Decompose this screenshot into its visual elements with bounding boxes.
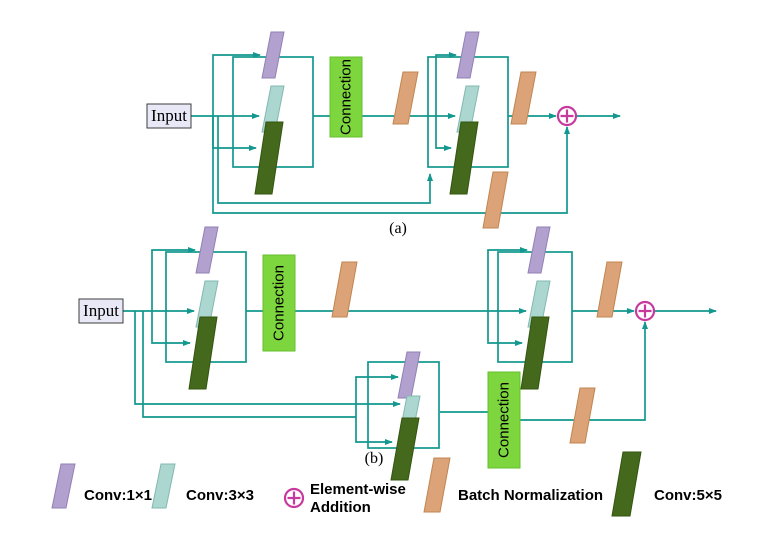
diagram-a: Connection Input (a) [146,31,621,237]
legend-conv5x5-label: Conv:5×5 [654,487,722,504]
wires-a [191,52,621,214]
wire-to-group3-conv1x1 [487,247,528,311]
legend-addition-label-line1: Element-wise [310,481,406,498]
wire-input-to-conv5x5 [212,116,257,151]
wire-to-group2-conv5x5 [435,116,452,151]
connection-box-2 [487,371,521,469]
wire-skip-to-lower-branch [142,311,356,418]
plus-cross-icon [287,491,301,505]
batch-norm-block [331,261,358,318]
wire-skip-to-group2 [217,116,433,204]
batch-norm-block-lower [569,387,596,444]
wire-to-group3-conv5x5 [487,311,523,346]
legend-batch-norm-label: Batch Normalization [458,487,603,504]
input-label: Input [83,301,119,320]
input-label: Input [151,106,187,125]
elementwise-addition-icon [556,105,578,127]
wire-lower-path-to-addition [520,321,648,421]
legend-conv1x1-label: Conv:1×1 [84,487,152,504]
batch-norm-block-skip [482,171,509,229]
wire-skip-to-lower-conv3x3 [134,311,401,407]
connection-box [329,56,363,138]
wire-skip-to-addition [212,116,570,214]
elementwise-addition-legend-icon [283,487,305,509]
wires-b [123,247,717,445]
batch-norm-block [392,71,419,125]
connection-label: Connection [338,59,355,135]
wire-to-lower-conv1x1 [355,374,399,417]
conv1x1-block-lower [397,351,421,399]
legend-addition-label-line2: Addition [310,499,371,516]
conv1x1-legend-icon [51,463,76,509]
diagram-b: Connection Connection Input (b) [78,226,717,481]
wire-input-to-conv5x5 [151,311,191,346]
plus-cross-icon [638,304,652,318]
conv3x3-legend-icon [151,463,176,509]
batch-norm-legend-icon [423,457,451,513]
caption-a: (a) [389,220,407,237]
conv5x5-block [188,316,218,390]
conv5x5-block [520,316,550,390]
wire-to-group2-conv1x1 [435,52,457,116]
legend: Conv:1×1 Conv:3×3 Element-wise Addition … [51,451,722,517]
wire-input-to-conv1x1 [212,52,261,116]
connection-label: Connection [271,265,288,341]
conv5x5-legend-icon [611,451,642,517]
conv5x5-block [449,121,479,195]
input-box [78,298,124,324]
conv1x1-block [456,31,480,79]
plus-cross-icon [560,109,574,123]
batch-norm-block [596,261,623,318]
conv1x1-block [261,31,285,79]
conv5x5-block-lower [390,417,420,481]
wire-input-to-conv1x1 [151,247,196,311]
connection-label: Connection [496,382,513,458]
input-box [146,103,192,129]
caption-b: (b) [365,450,384,467]
legend-conv3x3-label: Conv:3×3 [186,487,254,504]
wire-to-lower-conv5x5 [355,417,393,445]
elementwise-addition-icon [634,300,656,322]
conv1x1-block [195,226,219,274]
conv1x1-block [527,226,551,274]
batch-norm-block [510,71,537,125]
connection-box-1 [262,254,296,352]
conv5x5-block [254,121,284,195]
